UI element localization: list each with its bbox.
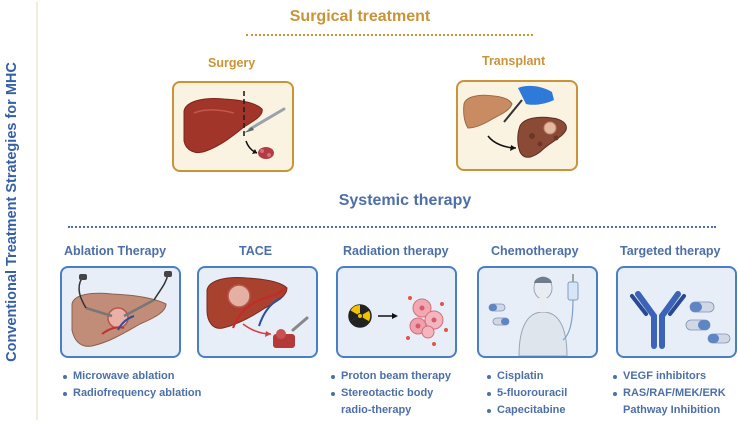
liver-highlight <box>193 109 235 114</box>
donor-liver <box>463 94 513 129</box>
targeted-panel <box>616 266 737 358</box>
chemotherapy-list: Cisplatin 5-fluorouracil Capecitabine <box>486 368 567 419</box>
targeted-illustration <box>630 291 731 349</box>
ablation-list: Microwave ablation Radiofrequency ablati… <box>62 368 201 402</box>
ablation-panel <box>60 266 181 358</box>
recipient-liver <box>517 116 567 158</box>
glove-icon <box>518 85 554 105</box>
radiation-list: Proton beam therapy Stereotactic body ra… <box>330 368 451 419</box>
scalpel-blade <box>244 127 254 133</box>
cell-cluster-icon <box>406 296 448 346</box>
transplant-panel <box>456 80 578 171</box>
surgical-title: Surgical treatment <box>289 8 431 25</box>
list-item: 5-fluorouracil <box>486 385 567 402</box>
targeted-list: VEGF inhibitors RAS/RAF/MEK/ERK Pathway … <box>612 368 726 419</box>
tumor-icon <box>227 284 251 308</box>
list-item: Proton beam therapy <box>330 368 451 385</box>
list-item: Capecitabine <box>486 402 567 419</box>
artery <box>232 287 286 329</box>
ablation-illustration <box>71 271 172 347</box>
radiation-illustration <box>348 296 448 346</box>
surgical-divider <box>246 34 533 36</box>
surgery-label: Surgery <box>208 56 256 70</box>
pill-icon <box>488 303 510 326</box>
side-divider <box>36 2 38 420</box>
chemotherapy-panel <box>477 266 598 358</box>
list-item: RAS/RAF/MEK/ERK <box>612 385 726 402</box>
antibody-icon <box>630 291 686 349</box>
tace-illustration <box>206 277 309 348</box>
radiation-panel <box>336 266 457 358</box>
chemotherapy-illustration <box>488 274 579 356</box>
iv-bag-icon <box>562 274 579 341</box>
list-item: radio-therapy <box>341 404 412 416</box>
pill-icon <box>685 301 731 344</box>
tace-title: TACE <box>239 244 273 258</box>
vessel <box>117 315 135 331</box>
side-title: Conventional Treatment Strategies for MH… <box>2 0 22 425</box>
forceps-icon <box>503 99 523 123</box>
side-title-text: Conventional Treatment Strategies for MH… <box>4 62 20 362</box>
tace-panel <box>197 266 318 358</box>
vein <box>258 297 282 327</box>
scalpel-handle <box>248 107 286 131</box>
catheter-icon <box>291 316 309 332</box>
tumor-icon <box>107 307 129 329</box>
resection-arrowhead <box>252 149 257 154</box>
tumor-icon <box>543 121 557 135</box>
patient-icon <box>518 276 568 356</box>
liver-shape <box>183 98 263 154</box>
list-item: VEGF inhibitors <box>612 368 726 385</box>
ablation-title: Ablation Therapy <box>64 244 167 258</box>
targeted-title: Targeted therapy <box>620 244 721 258</box>
systemic-title: Systemic therapy <box>338 192 472 209</box>
list-item: Pathway Inhibition <box>623 404 721 416</box>
list-item: Cisplatin <box>486 368 567 385</box>
list-item: Radiofrequency ablation <box>62 385 201 402</box>
probe-cable <box>78 277 87 309</box>
transplant-label: Transplant <box>482 54 546 68</box>
systemic-divider <box>68 226 716 228</box>
probe-cable <box>153 273 169 301</box>
surgery-panel <box>172 81 294 172</box>
chemotherapy-title: Chemotherapy <box>491 244 579 258</box>
resected-tissue <box>258 147 274 159</box>
list-item: Stereotactic body <box>330 385 451 402</box>
vessel <box>101 326 125 335</box>
surgery-illustration <box>183 91 286 159</box>
transplant-illustration <box>463 85 567 158</box>
radiation-title: Radiation therapy <box>343 244 449 258</box>
ablation-probe <box>85 306 113 318</box>
ablation-probe <box>123 298 155 318</box>
list-item: Microwave ablation <box>62 368 201 385</box>
